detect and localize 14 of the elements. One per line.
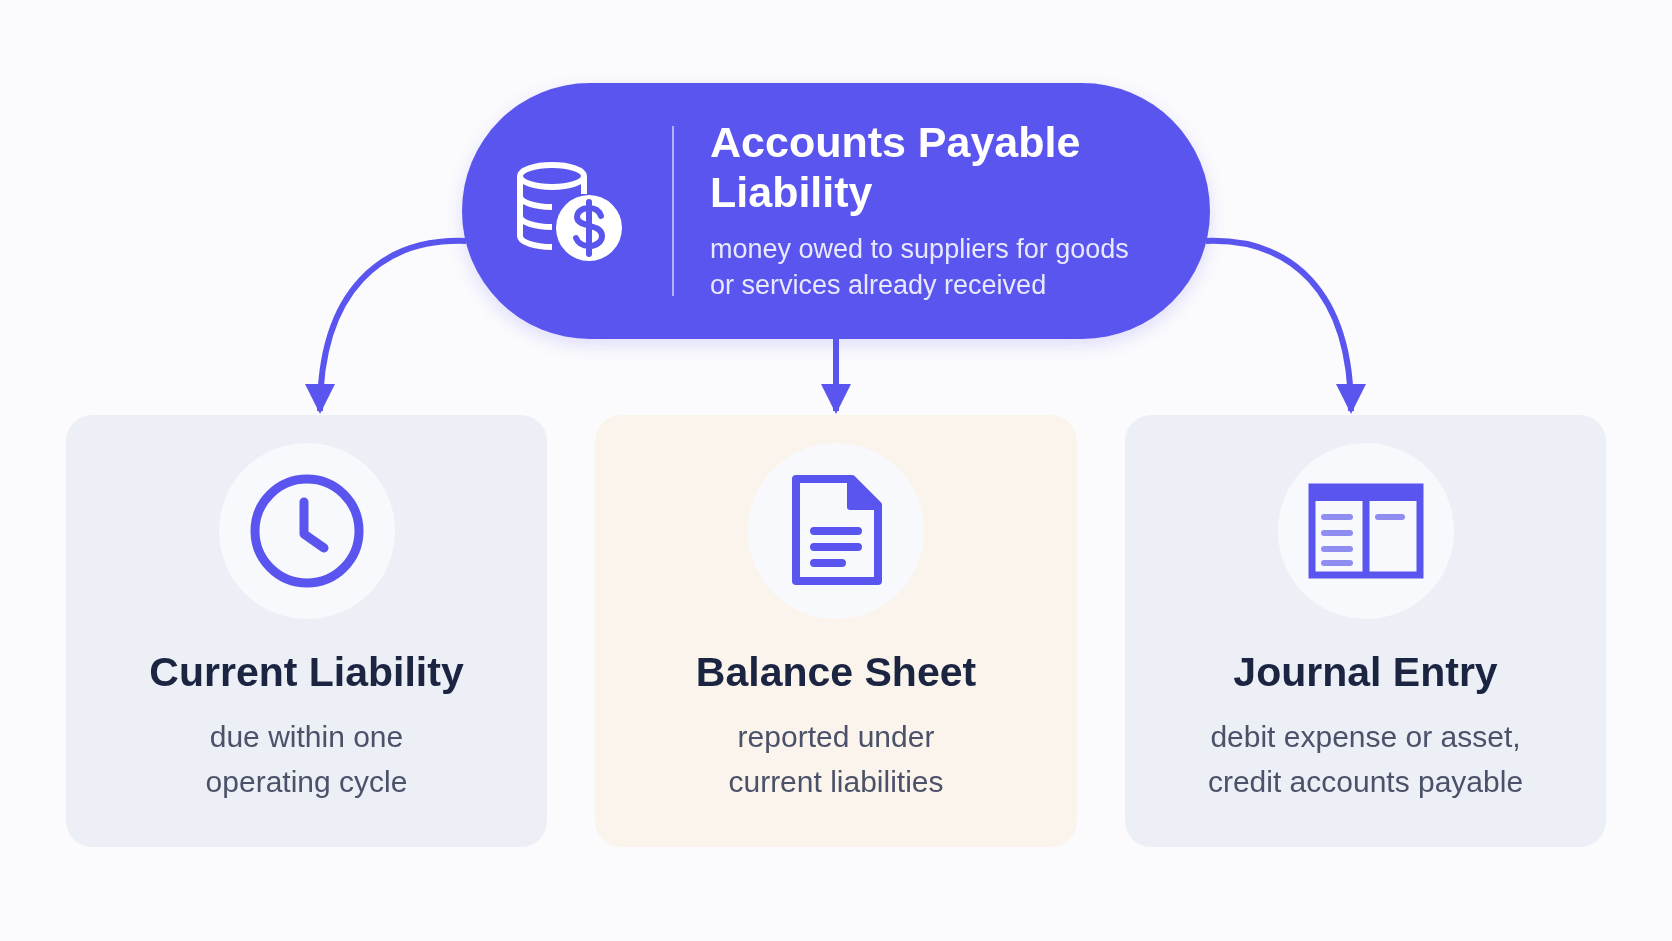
arrow: [821, 339, 851, 414]
card-description: reported under current liabilities: [727, 719, 945, 800]
node-description: money owed to suppliers for goods or services already received: [710, 233, 1130, 303]
card-title: Balance Sheet: [695, 649, 977, 696]
arrow: [1205, 238, 1365, 414]
info-card: [1125, 415, 1606, 847]
card-description: debit expense or asset, credit accounts payable: [1206, 719, 1525, 800]
card-title: Journal Entry: [1233, 649, 1498, 696]
card-title: Current Liability: [149, 649, 464, 696]
node-title: Accounts Payable Liability: [710, 118, 1082, 217]
info-card: [66, 415, 547, 847]
arrow: [306, 238, 467, 414]
card-description: due within one operating cycle: [204, 719, 409, 800]
info-card: [595, 415, 1077, 847]
